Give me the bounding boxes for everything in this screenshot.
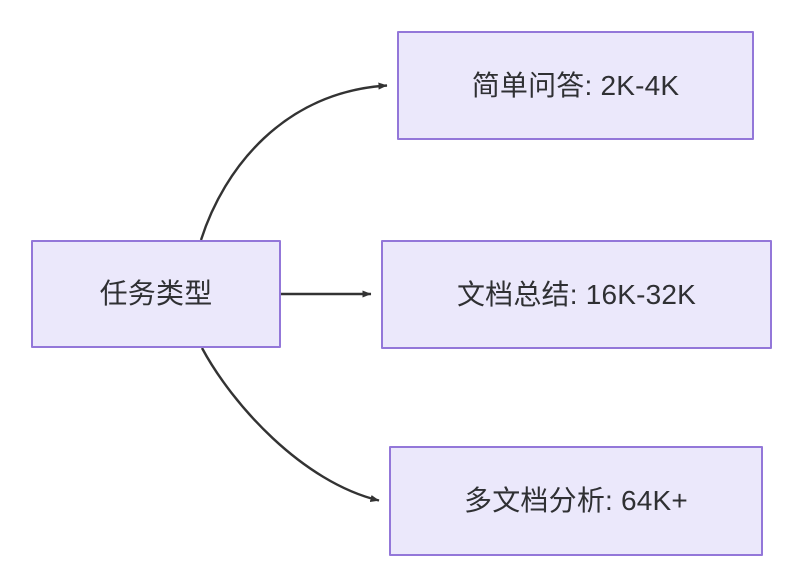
node-doc-summary-label: 文档总结: 16K-32K: [456, 278, 697, 310]
node-doc-summary[interactable]: 文档总结: 16K-32K: [381, 240, 772, 349]
node-simple-qa-label: 简单问答: 2K-4K: [471, 69, 680, 101]
node-task-type-label: 任务类型: [99, 278, 213, 309]
node-multi-doc[interactable]: 多文档分析: 64K+: [389, 446, 763, 556]
node-simple-qa[interactable]: 简单问答: 2K-4K: [397, 31, 754, 140]
node-task-type[interactable]: 任务类型: [31, 240, 281, 348]
node-multi-doc-label: 多文档分析: 64K+: [464, 485, 688, 516]
edge-root-to-multi-doc: [200, 347, 380, 502]
edge-root-to-simple-qa: [199, 82, 388, 241]
